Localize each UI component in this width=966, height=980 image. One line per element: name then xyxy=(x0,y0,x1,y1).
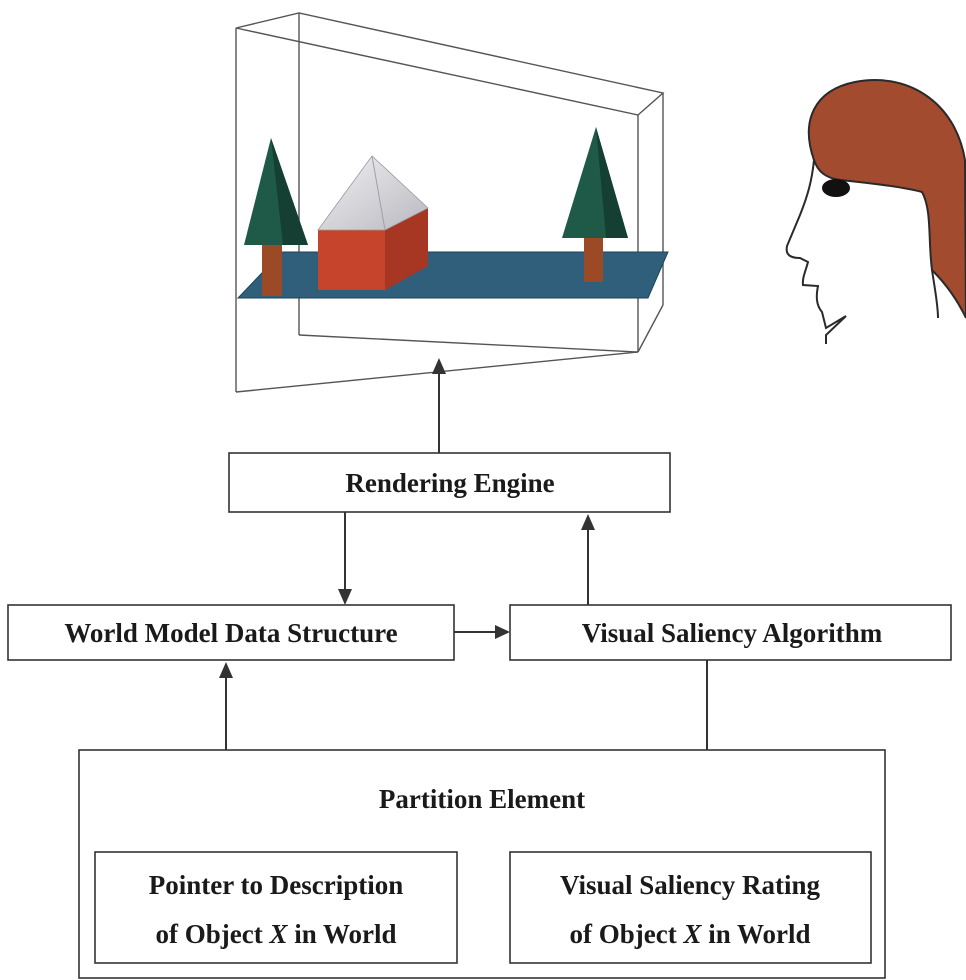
viewer-face xyxy=(785,159,939,344)
saliency-rating-box: Visual Saliency Rating of Object X in Wo… xyxy=(509,851,872,964)
saliency-rating-line1: Visual Saliency Rating xyxy=(560,870,821,900)
saliency-rating-line2: of Object X in World xyxy=(569,919,810,949)
right-tree xyxy=(562,127,628,282)
world-model-label: World Model Data Structure xyxy=(64,618,397,648)
house xyxy=(317,155,429,290)
left-tree xyxy=(244,138,308,296)
saliency-algorithm-label: Visual Saliency Algorithm xyxy=(582,618,883,648)
pointer-description-line2: of Object X in World xyxy=(155,919,396,949)
viewer-eye xyxy=(822,179,850,197)
rendering-engine-box: Rendering Engine xyxy=(228,452,671,513)
viewer-head xyxy=(785,79,966,344)
world-model-box: World Model Data Structure xyxy=(7,604,455,661)
rendered-scene xyxy=(235,12,669,393)
saliency-algorithm-box: Visual Saliency Algorithm xyxy=(509,604,952,661)
pointer-description-box: Pointer to Description of Object X in Wo… xyxy=(94,851,458,964)
ground-plane xyxy=(236,251,669,299)
partition-element-label: Partition Element xyxy=(379,784,585,814)
pointer-description-line1: Pointer to Description xyxy=(149,870,403,900)
viewer-hair xyxy=(807,79,966,319)
rendering-engine-label: Rendering Engine xyxy=(345,468,554,498)
